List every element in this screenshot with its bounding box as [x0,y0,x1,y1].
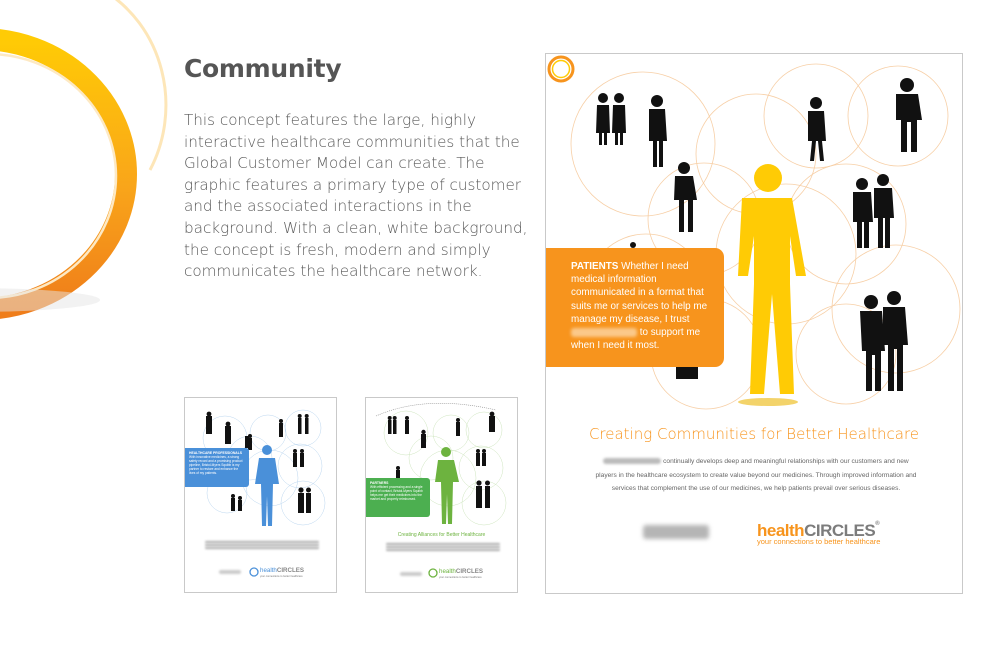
decorative-arcs [0,0,168,319]
callout-text: With efficient processing and a single p… [370,485,423,501]
brand-word1: health [757,521,805,540]
poster-tagline-green: Creating Alliances for Better Healthcare [397,532,486,538]
brand-word1: health [439,568,456,575]
poster-tagline: Creating Communities for Better Healthca… [588,425,920,443]
brand-subtitle: your connections to better healthcare [757,537,881,546]
callout-text-1: Whether I need medical information commu… [571,261,708,325]
callout-lead: HEALTHCARE PROFESSIONALS [189,451,243,455]
concept-description: This concept features the large, highly … [184,111,528,281]
partner-logo-blur [400,572,422,576]
brand-subtitle: your connections to better healthcare [260,575,303,578]
brand-word2: CIRCLES [276,567,305,574]
callout-text: With innovative medicines, a strong safe… [189,455,243,475]
healthcircles-logo-icon [428,568,438,578]
healthcircles-logo-icon [249,567,259,577]
poster-body-text: continually develops deep and meaningful… [593,455,919,496]
brand-logo-text: healthCIRCLES [260,567,304,574]
poster-artwork-blue [202,409,326,526]
brand-subtitle: your connections to better healthcare [439,576,482,579]
poster-thumbnail-blue[interactable]: HEALTHCARE PROFESSIONALS With innovative… [184,397,337,593]
poster-body-copy: continually develops deep and meaningful… [595,458,917,492]
poster-large-patients[interactable]: PATIENTS Whether I need medical informat… [545,53,963,594]
poster-thumbnail-green[interactable]: PARTNERS With efficient processing and a… [365,397,518,593]
brand-word2: CIRCLES [804,521,876,540]
callout-lead: PATIENTS [571,261,619,272]
brand-word2: CIRCLES [455,568,484,575]
blurred-company-name [571,327,637,337]
poster-callout-green: PARTNERS With efficient processing and a… [366,478,430,517]
patients-callout: PATIENTS Whether I need medical informat… [546,248,724,367]
healthcircles-logo-icon [547,55,575,83]
partner-logo-blurred [643,525,709,539]
callout-text-2: to support me when I need it most. [571,327,701,352]
poster-body-placeholder [205,540,319,550]
people-silhouettes [596,78,922,391]
trademark-symbol: ® [875,521,880,527]
brand-logo-text: healthCIRCLES [439,568,483,575]
page-title: Community [184,54,342,83]
brand-word1: health [260,567,277,574]
callout-lead: PARTNERS [370,481,389,485]
poster-body-placeholder [386,542,500,552]
poster-artwork-green [375,402,507,526]
patient-figure [738,164,806,406]
poster-callout-blue: HEALTHCARE PROFESSIONALS With innovative… [185,448,249,487]
brand-logo-text: healthCIRCLES® [757,521,880,541]
blurred-company-name [603,458,662,465]
partner-logo-blur [219,570,241,574]
